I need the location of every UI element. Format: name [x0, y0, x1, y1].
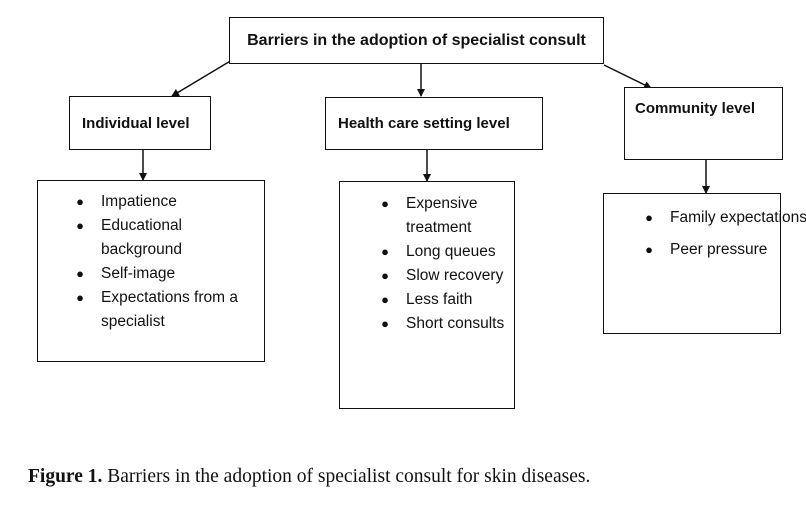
individual-level-box: Individual level: [69, 96, 211, 150]
list-item: ●Long queues: [364, 240, 546, 264]
bullet-icon: ●: [381, 196, 389, 211]
community-level-box: Community level: [624, 87, 783, 160]
bullet-icon: ●: [381, 316, 389, 331]
figure-caption-text: Barriers in the adoption of specialist c…: [107, 466, 591, 487]
community-level-label: Community level: [635, 100, 756, 117]
bullet-icon: ●: [76, 194, 84, 209]
figure-caption-label: Figure 1.: [28, 466, 103, 487]
list-item: ●Self-image: [59, 262, 261, 286]
healthcare-barriers-list: ●Expensive treatment ●Long queues ●Slow …: [339, 181, 515, 409]
bullet-icon: ●: [645, 210, 653, 225]
individual-barriers-list: ●Impatience ●Educational background ●Sel…: [37, 180, 265, 362]
list-item: ●Short consults: [364, 312, 506, 336]
list-item: ●Expensive treatment: [364, 192, 506, 240]
list-item: ●Educational background: [59, 214, 221, 262]
bullet-icon: ●: [381, 268, 389, 283]
list-item: ●Less faith: [364, 288, 546, 312]
healthcare-level-box: Health care setting level: [325, 97, 543, 150]
bullet-icon: ●: [381, 292, 389, 307]
community-barriers-list: ●Family expectations ●Peer pressure: [603, 193, 806, 334]
bullet-icon: ●: [381, 244, 389, 259]
figure-caption: Figure 1. Barriers in the adoption of sp…: [28, 466, 590, 488]
list-item: ●Expectations from a specialist: [59, 286, 261, 334]
diagram-title: Barriers in the adoption of specialist c…: [247, 31, 586, 49]
bullet-icon: ●: [645, 242, 653, 257]
list-item: ●Peer pressure: [628, 237, 770, 263]
list-item: ●Impatience: [59, 190, 261, 214]
list-item: ●Slow recovery: [364, 264, 506, 288]
bullet-icon: ●: [76, 266, 84, 281]
list-item: ●Family expectations: [628, 205, 806, 231]
healthcare-level-label: Health care setting level: [338, 115, 510, 132]
title-box: Barriers in the adoption of specialist c…: [229, 17, 604, 64]
individual-level-label: Individual level: [82, 114, 190, 132]
bullet-icon: ●: [76, 290, 84, 305]
bullet-icon: ●: [76, 218, 84, 233]
arrow-title-to-community: [603, 64, 652, 89]
arrow-title-to-individual: [171, 59, 233, 97]
